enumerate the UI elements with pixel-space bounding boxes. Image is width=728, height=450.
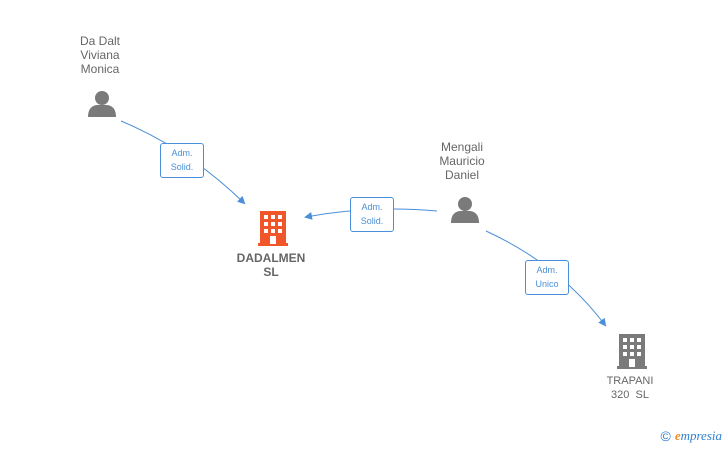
company-name-trapani[interactable]: TRAPANI 320 SL [588,374,672,402]
edge-label-line: Unico [535,279,559,289]
person-icon[interactable] [87,89,117,119]
edge-label-line: Adm. [536,265,558,275]
person-name-line: Monica [80,62,120,76]
brand-rest: mpresia [680,428,722,443]
person-name-line: Daniel [444,168,480,182]
person-name-da-dalt: Da Dalt Viviana Monica [60,34,140,76]
person-icon[interactable] [450,195,480,225]
company-name-line: TRAPANI [606,375,654,387]
company-name-line: DADALMEN [236,251,306,265]
edge-label-adm-unico: Adm. Unico [525,260,569,295]
edge-label-adm-solid: Adm. Solid. [350,197,394,232]
person-name-line: Viviana [80,48,120,62]
edge-label-line: Solid. [360,216,384,226]
person-name-line: Mauricio [439,154,485,168]
edge-label-line: Solid. [170,162,194,172]
company-name-dadalmen[interactable]: DADALMEN SL [225,251,317,279]
edge-label-adm-solid: Adm. Solid. [160,143,204,178]
company-name-line: 320 SL [611,389,649,401]
building-icon[interactable] [617,334,647,370]
edge-label-line: Adm. [361,202,383,212]
empresia-logo[interactable]: empresia [675,428,722,444]
company-name-line: SL [263,265,279,279]
person-name-mengali: Mengali Mauricio Daniel [422,140,502,182]
brand-initial: e [674,428,681,443]
building-icon[interactable] [258,211,288,247]
edge-label-line: Adm. [171,148,193,158]
person-name-line: Mengali [440,140,484,154]
footer-brand: © empresia [660,428,722,444]
copyright-icon: © [660,428,671,444]
person-name-line: Da Dalt [79,34,120,48]
